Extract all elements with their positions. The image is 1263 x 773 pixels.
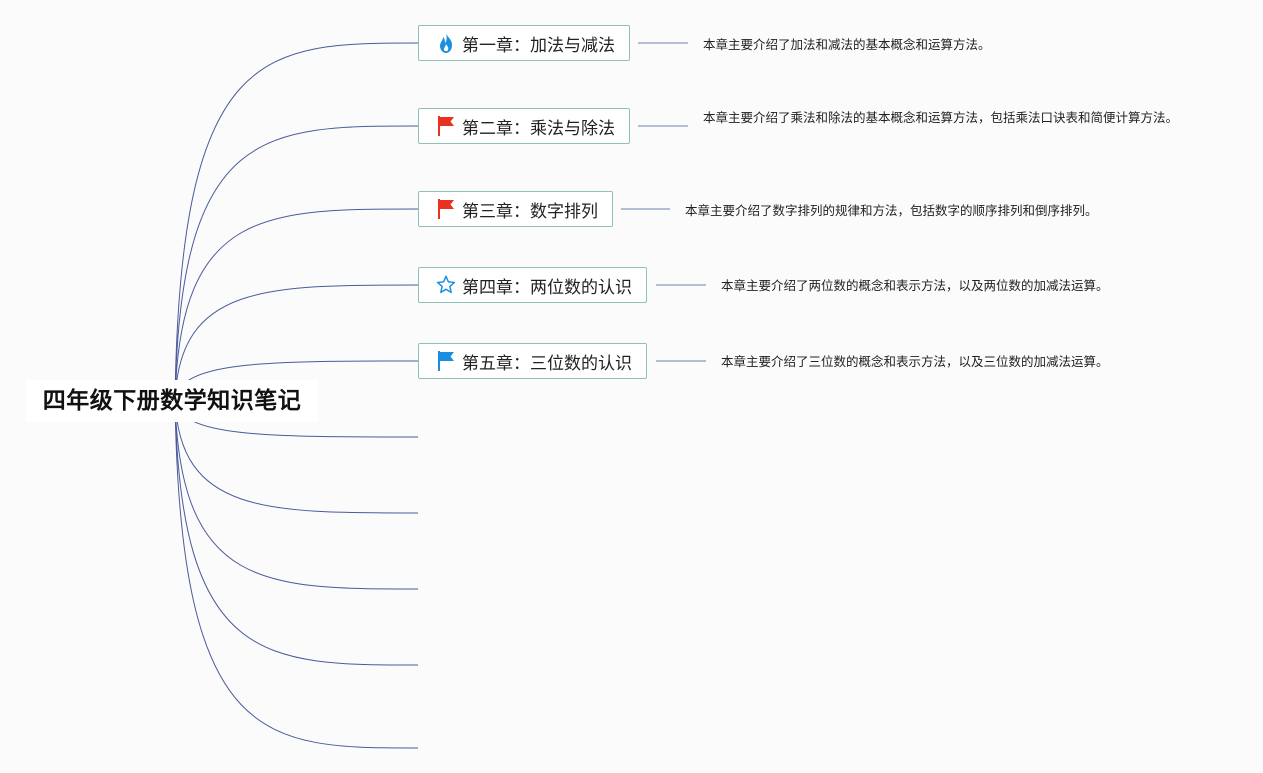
root-topic[interactable]: 四年级下册数学知识笔记 — [26, 380, 318, 422]
branch-line-1 — [174, 42, 419, 401]
branch-line-2 — [174, 125, 419, 401]
red-flag-icon — [435, 115, 457, 137]
chapter-title: 第四章：两位数的认识 — [462, 277, 632, 298]
empty-branch-line — [174, 399, 419, 666]
branch-line-4 — [174, 284, 419, 401]
chapter-topic-3[interactable]: 第三章：数字排列 — [418, 191, 613, 227]
chapter-topic-2[interactable]: 第二章：乘法与除法 — [418, 108, 630, 144]
chapter-topic-1[interactable]: 第一章：加法与减法 — [418, 25, 630, 61]
empty-branch-line — [174, 399, 419, 749]
chapter-title: 第二章：乘法与除法 — [462, 118, 615, 139]
chapter-title: 第五章：三位数的认识 — [462, 353, 632, 374]
star-outline-icon — [435, 274, 457, 296]
chapter-title: 第一章：加法与减法 — [462, 35, 615, 56]
chapter-topic-5[interactable]: 第五章：三位数的认识 — [418, 343, 647, 379]
chapter-note-2[interactable]: 本章主要介绍了乘法和除法的基本概念和运算方法，包括乘法口诀表和简便计算方法。 — [703, 110, 1179, 125]
red-flag-icon — [435, 198, 457, 220]
empty-branch-line — [174, 399, 419, 590]
blue-flag-icon — [435, 350, 457, 372]
chapter-title: 第三章：数字排列 — [462, 201, 598, 222]
branch-line-3 — [174, 208, 419, 401]
chapter-note-3[interactable]: 本章主要介绍了数字排列的规律和方法，包括数字的顺序排列和倒序排列。 — [685, 203, 1098, 218]
fire-icon — [435, 32, 457, 54]
chapter-note-1[interactable]: 本章主要介绍了加法和减法的基本概念和运算方法。 — [703, 37, 991, 52]
chapter-topic-4[interactable]: 第四章：两位数的认识 — [418, 267, 647, 303]
chapter-note-5[interactable]: 本章主要介绍了三位数的概念和表示方法，以及三位数的加减法运算。 — [721, 354, 1109, 369]
empty-branch-line — [174, 399, 419, 514]
chapter-note-4[interactable]: 本章主要介绍了两位数的概念和表示方法，以及两位数的加减法运算。 — [721, 278, 1109, 293]
